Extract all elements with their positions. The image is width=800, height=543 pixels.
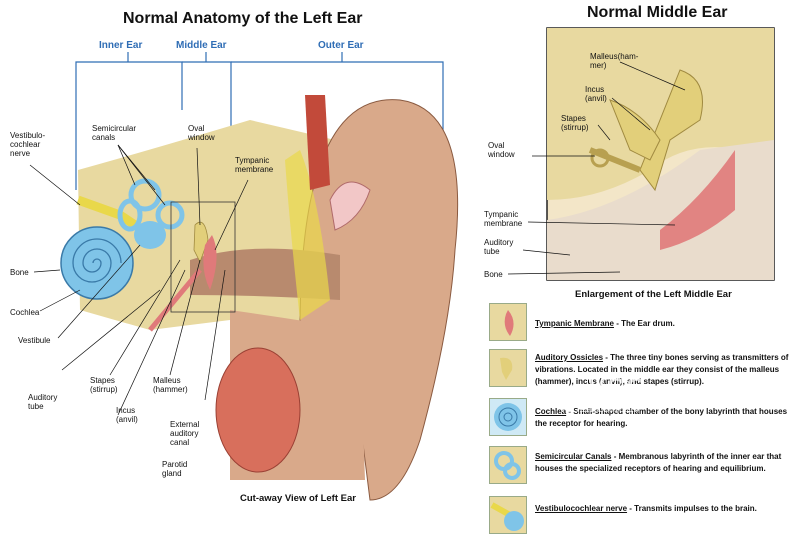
label-semicircular-canals: Semicircular canals <box>92 124 137 142</box>
legend-desc: - The three tiny bones serving as transm… <box>535 353 789 386</box>
label-stapes: Stapes (stirrup) <box>90 376 118 394</box>
left-title: Normal Anatomy of the Left Ear <box>123 10 363 27</box>
label-malleus: Malleus (hammer) <box>153 376 188 394</box>
section-inner-ear: Inner Ear <box>99 40 143 51</box>
right-label-oval-window: Oval window <box>488 141 515 159</box>
thumb-tympanic-membrane <box>489 303 527 341</box>
watermark-id: VCG211336018914 <box>560 404 639 414</box>
right-label-bone: Bone <box>484 270 503 279</box>
label-cochlea: Cochlea <box>10 308 40 317</box>
label-parotid-gland: Parotid gland <box>162 460 188 478</box>
legend-term: Cochlea <box>535 407 567 416</box>
legend-item-tympanic-membrane: Tympanic Membrane - The Ear drum. <box>535 318 785 330</box>
label-tympanic-membrane: Tympanic membrane <box>235 156 274 174</box>
thumb-cochlea <box>489 398 527 436</box>
right-label-stapes: Stapes (stirrup) <box>561 114 589 132</box>
right-title: Normal Middle Ear <box>587 4 728 21</box>
legend-term: Semicircular Canals <box>535 452 612 461</box>
thumb-auditory-ossicles <box>489 349 527 387</box>
section-middle-ear: Middle Ear <box>176 40 227 51</box>
right-caption: Enlargement of the Left Middle Ear <box>575 289 732 300</box>
label-vestibulocochlear-nerve: Vestibulo- cochlear nerve <box>10 131 46 158</box>
legend-term: Auditory Ossicles <box>535 353 604 362</box>
legend-desc: - Snail-shaped chamber of the bony labyr… <box>535 407 788 428</box>
legend-desc: - Membranous labyrinth of the inner ear … <box>535 452 782 473</box>
right-label-auditory-tube: Auditory tube <box>484 238 514 256</box>
legend-item-vestibulocochlear-nerve: Vestibulocochlear nerve - Transmits impu… <box>535 503 790 515</box>
legend-term: Vestibulocochlear nerve <box>535 504 628 513</box>
inner-ear-bracket <box>75 61 183 190</box>
label-oval-window: Oval window <box>188 124 215 142</box>
label-incus: Incus (anvil) <box>116 406 138 424</box>
legend-item-semicircular-canals: Semicircular Canals - Membranous labyrin… <box>535 451 790 475</box>
right-label-malleus: Malleus(ham- mer) <box>590 52 639 70</box>
left-caption: Cut-away View of Left Ear <box>240 493 356 504</box>
legend-item-cochlea: Cochlea - Snail-shaped chamber of the bo… <box>535 406 790 430</box>
thumb-vestibulocochlear-nerve <box>489 496 527 534</box>
right-label-incus: Incus (anvil) <box>585 85 607 103</box>
label-bone: Bone <box>10 268 29 277</box>
label-external-auditory-canal: External auditory canal <box>170 420 200 447</box>
label-auditory-tube: Auditory tube <box>28 393 58 411</box>
right-label-tympanic-membrane: Tympanic membrane <box>484 210 523 228</box>
legend-item-auditory-ossicles: Auditory Ossicles - The three tiny bones… <box>535 352 790 388</box>
watermark-logo: VCG <box>588 372 648 402</box>
legend-desc: - Transmits impulses to the brain. <box>627 504 757 513</box>
thumb-semicircular-canals <box>489 446 527 484</box>
label-vestibule: Vestibule <box>18 336 51 345</box>
legend-term: Tympanic Membrane <box>535 319 614 328</box>
section-outer-ear: Outer Ear <box>318 40 364 51</box>
legend-desc: - The Ear drum. <box>613 319 675 328</box>
